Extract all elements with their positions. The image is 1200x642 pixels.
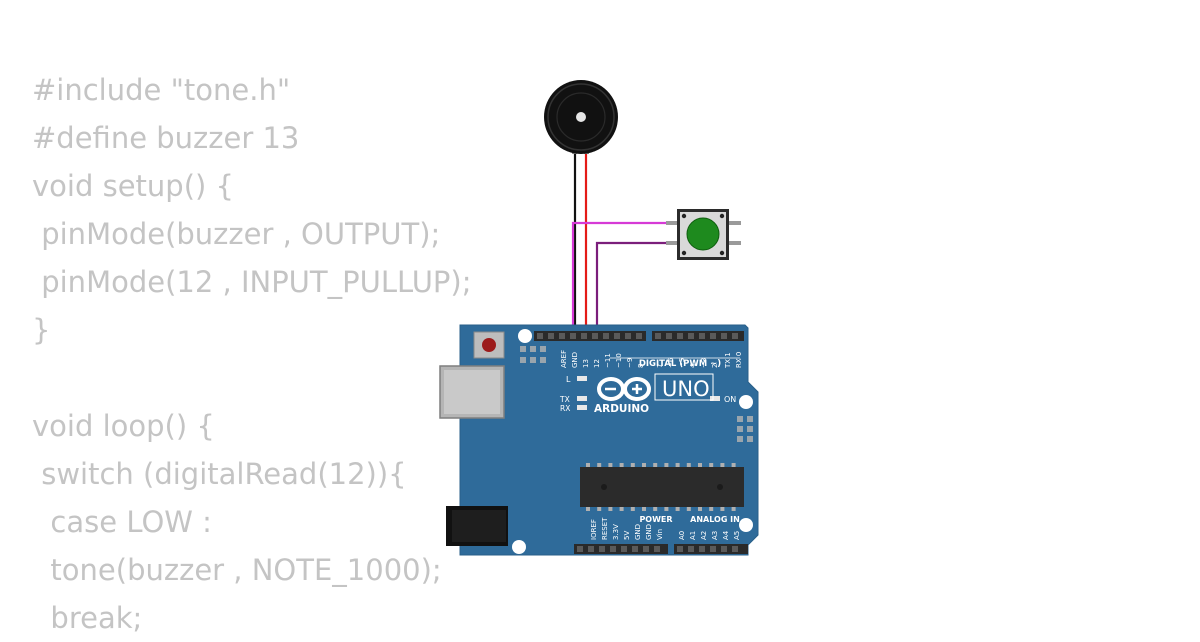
digital-header (534, 331, 744, 341)
icsp-header-right (737, 416, 753, 442)
digital-header-label: DIGITAL (PWM ~) (639, 359, 721, 369)
code-line: void loop() { (32, 409, 215, 443)
power-pin-label: 3.3V (612, 524, 620, 540)
pushbutton[interactable] (666, 209, 741, 260)
code-line: break; (32, 601, 143, 635)
code-line: pinMode(12 , INPUT_PULLUP); (32, 265, 472, 299)
digital-pin-label: 12 (593, 359, 601, 368)
power-pin-label: RESET (601, 517, 609, 540)
mounting-hole (512, 540, 526, 554)
button-cap[interactable] (686, 217, 720, 251)
analog-pin-label: A0 (678, 531, 686, 540)
board-brand-label: ARDUINO (594, 403, 649, 415)
mounting-hole (739, 395, 753, 409)
power-pin-label: Vin (656, 529, 664, 540)
digital-pin-label: GND (571, 352, 579, 368)
button-wire-pin12[interactable] (571, 221, 670, 332)
code-line: case LOW : (32, 505, 212, 539)
power-pin-label: GND (645, 524, 653, 540)
digital-pin-label: TX 1 (724, 352, 732, 369)
code-listing: #include "tone.h" #define buzzer 13 void… (32, 66, 472, 642)
digital-pin-label: 7 (656, 364, 664, 368)
code-line: pinMode(buzzer , OUTPUT); (32, 217, 441, 251)
analog-pin-label: A2 (700, 531, 708, 540)
power-pin-label: GND (634, 524, 642, 540)
power-pin-label: 5V (623, 531, 631, 540)
wires (571, 150, 670, 332)
digital-pin-label: AREF (560, 350, 568, 368)
code-line: switch (digitalRead(12)){ (32, 457, 407, 491)
digital-pin-label: ~3 (700, 358, 708, 368)
power-label: POWER (639, 515, 672, 524)
code-line: #define buzzer 13 (32, 121, 300, 155)
code-line: tone(buzzer , NOTE_1000); (32, 553, 442, 587)
atmega-chip (580, 463, 744, 511)
analog-pin-label: A3 (711, 531, 719, 540)
analog-pin-label: A4 (722, 530, 730, 540)
icsp-header-top (520, 346, 546, 363)
digital-pin-label: 13 (582, 359, 590, 368)
digital-pin-label: RX 0 (735, 352, 743, 368)
digital-pin-label: ~9 (626, 358, 634, 368)
piezo-buzzer[interactable] (544, 80, 618, 154)
board-model-label: UNO (662, 377, 710, 401)
l-led-label: L (566, 375, 571, 384)
rx-led-label: RX (560, 404, 570, 413)
analog-label: ANALOG IN (690, 515, 740, 524)
arduino-logo-icon (597, 377, 651, 401)
digital-pin-label: 2 (711, 364, 719, 368)
analog-pin-label: A5 (733, 531, 741, 540)
digital-pin-label: ~5 (678, 358, 686, 368)
mounting-hole (518, 329, 532, 343)
mounting-hole (739, 518, 753, 532)
button-wire-gnd[interactable] (595, 241, 670, 332)
digital-pin-label: 8 (637, 364, 645, 368)
analog-pin-label: A1 (689, 531, 697, 540)
digital-pin-label: ~10 (615, 353, 623, 368)
power-pin-label: IOREF (590, 519, 598, 540)
digital-pin-label: 4 (689, 363, 697, 368)
code-line: } (32, 313, 51, 347)
code-line: void setup() { (32, 169, 234, 203)
code-line: #include "tone.h" (32, 73, 291, 107)
digital-pin-label: ~6 (667, 357, 675, 368)
tx-led-label: TX (559, 395, 570, 404)
on-led-label: ON (724, 395, 736, 404)
digital-pin-label: ~11 (604, 353, 612, 368)
status-leds (577, 376, 720, 410)
